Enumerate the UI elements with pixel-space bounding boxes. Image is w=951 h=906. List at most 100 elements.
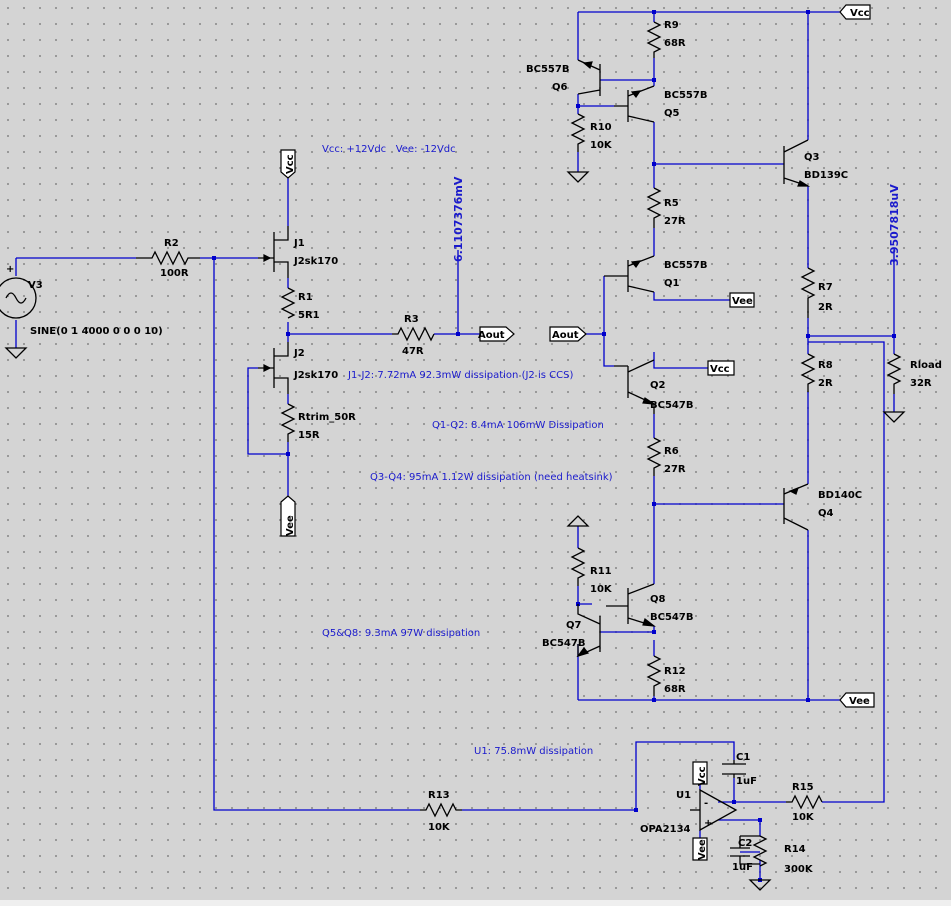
j2-value: J2sk170 <box>293 370 338 381</box>
q2-value: BC547B <box>650 400 693 411</box>
r10-value: 10K <box>590 140 613 151</box>
j1-value: J2sk170 <box>293 256 338 267</box>
r15-name: R15 <box>792 782 814 793</box>
flag-vee-j2[interactable]: Vee <box>280 495 296 537</box>
r14-name: R14 <box>784 844 806 855</box>
j2-name: J2 <box>293 348 305 359</box>
r9-name: R9 <box>664 20 679 31</box>
rtrim-value: 15R <box>298 430 320 441</box>
transistor-q1[interactable]: BC557B Q1 <box>604 255 707 293</box>
resistor-r11[interactable]: R11 10K <box>570 547 613 595</box>
resistor-rtrim[interactable]: Rtrim_50R 15R <box>280 403 356 442</box>
capacitor-c1[interactable]: C1 1uF <box>722 752 757 787</box>
capacitor-c2[interactable]: C2 1uF <box>730 835 760 873</box>
sine-source-v3[interactable]: + V3 SINE(0 1 4000 0 0 0 10) <box>0 264 163 337</box>
resistor-r5[interactable]: R5 27R <box>646 187 686 228</box>
resistor-r8[interactable]: R8 2R <box>800 353 833 392</box>
resistor-r14[interactable]: R14 300K <box>752 835 814 875</box>
resistor-r6[interactable]: R6 27R <box>646 437 686 476</box>
svg-text:Vee: Vee <box>285 515 296 536</box>
svg-text:Vcc: Vcc <box>850 8 870 19</box>
q8-name: Q8 <box>650 594 666 605</box>
j1-name: J1 <box>293 238 305 249</box>
flag-vee-u1[interactable]: Vee <box>692 837 708 861</box>
v3-name: V3 <box>28 280 43 291</box>
resistor-r12[interactable]: R12 68R <box>646 655 686 696</box>
transistor-q8[interactable]: Q8 BC547B <box>606 583 693 627</box>
flag-vee-bottom[interactable]: Vee <box>839 692 875 708</box>
q4-value: BD140C <box>818 490 862 501</box>
q5-value: BC557B <box>664 90 707 101</box>
q6-value: BC557B <box>526 64 569 75</box>
jfet-j2[interactable]: J2 J2sk170 <box>258 342 338 394</box>
note-u1: U1: 75.8mW dissipation <box>474 746 593 757</box>
note-q1-q2: Q1-Q2: 8.4mA 106mW Dissipation <box>432 420 604 431</box>
svg-text:Vcc: Vcc <box>697 766 708 786</box>
transistor-q5[interactable]: BC557B Q5 <box>614 85 707 123</box>
r11-value: 10K <box>590 584 613 595</box>
resistor-r15[interactable]: R15 10K <box>786 782 823 823</box>
resistor-r13[interactable]: R13 10K <box>420 790 462 833</box>
r14-value: 300K <box>784 864 814 875</box>
flag-vcc-top[interactable]: Vcc <box>839 4 871 20</box>
svg-text:Vee: Vee <box>732 296 753 307</box>
transistor-q6[interactable]: BC557B Q6 <box>526 59 601 96</box>
resistor-r7[interactable]: R7 2R <box>800 267 833 318</box>
resistor-r2[interactable]: R2 100R <box>136 238 200 279</box>
flag-vee-q1[interactable]: Vee <box>729 292 755 308</box>
flag-vcc-u1[interactable]: Vcc <box>692 761 708 786</box>
q2-name: Q2 <box>650 380 666 391</box>
resistor-r3[interactable]: R3 47R <box>392 314 435 357</box>
flag-vcc-q2[interactable]: Vcc <box>707 360 735 376</box>
r8-value: 2R <box>818 378 833 389</box>
resistor-r10[interactable]: R10 10K <box>570 113 613 152</box>
q8-value: BC547B <box>650 612 693 623</box>
svg-text:Vcc: Vcc <box>285 154 296 174</box>
r13-value: 10K <box>428 822 451 833</box>
scrollbar-bottom[interactable] <box>0 900 951 906</box>
opamp-u1[interactable]: - + U1 OPA2134 <box>640 788 738 835</box>
transistor-q4[interactable]: BD140C Q4 <box>783 483 862 531</box>
c2-name: C2 <box>738 838 752 849</box>
r6-value: 27R <box>664 464 686 475</box>
q7-name: Q7 <box>566 620 582 631</box>
r2-name: R2 <box>164 238 179 249</box>
q7-value: BC547B <box>542 638 585 649</box>
flag-aout-in[interactable]: Aout <box>549 326 587 342</box>
note-q5-q8: Q5&Q8: 9.3mA 97W dissipation <box>322 628 480 639</box>
rtrim-name: Rtrim_50R <box>298 412 356 423</box>
r10-name: R10 <box>590 122 612 133</box>
svg-text:-: - <box>704 798 708 809</box>
r2-value: 100R <box>160 268 189 279</box>
resistor-rload[interactable]: Rload 32R <box>886 353 942 394</box>
ground-symbol <box>748 879 772 891</box>
r3-value: 47R <box>402 346 424 357</box>
u1-value: OPA2134 <box>640 824 691 835</box>
r7-name: R7 <box>818 282 833 293</box>
flag-vcc-j1[interactable]: Vcc <box>280 149 296 179</box>
r5-value: 27R <box>664 216 686 227</box>
r12-name: R12 <box>664 666 686 677</box>
q1-value: BC557B <box>664 260 707 271</box>
transistor-q7[interactable]: Q7 BC547B <box>542 604 601 658</box>
resistor-r1[interactable]: R1 5R1 <box>280 287 320 321</box>
svg-text:Vee: Vee <box>697 839 708 860</box>
svg-text:Aout: Aout <box>478 330 505 341</box>
c1-value: 1uF <box>736 776 757 787</box>
flag-aout-out[interactable]: Aout <box>478 326 515 342</box>
svg-text:+: + <box>704 818 712 829</box>
q5-name: Q5 <box>664 108 680 119</box>
svg-text:Vcc: Vcc <box>710 364 730 375</box>
note-q3-q4: Q3-Q4: 95mA 1.12W dissipation (need heat… <box>370 472 613 483</box>
jfet-j1[interactable]: J1 J2sk170 <box>258 226 338 278</box>
resistor-r9[interactable]: R9 68R <box>646 20 686 58</box>
r6-name: R6 <box>664 446 679 457</box>
c2-value: 1uF <box>732 862 753 873</box>
q4-name: Q4 <box>818 508 834 519</box>
u1-name: U1 <box>676 790 691 801</box>
r8-name: R8 <box>818 360 833 371</box>
transistor-q2[interactable]: Q2 BC547B <box>614 359 693 414</box>
transistor-q3[interactable]: Q3 BD139C <box>783 139 848 187</box>
wires <box>15 11 895 880</box>
supply-note: Vcc: +12Vdc Vee: -12Vdc <box>322 144 456 155</box>
